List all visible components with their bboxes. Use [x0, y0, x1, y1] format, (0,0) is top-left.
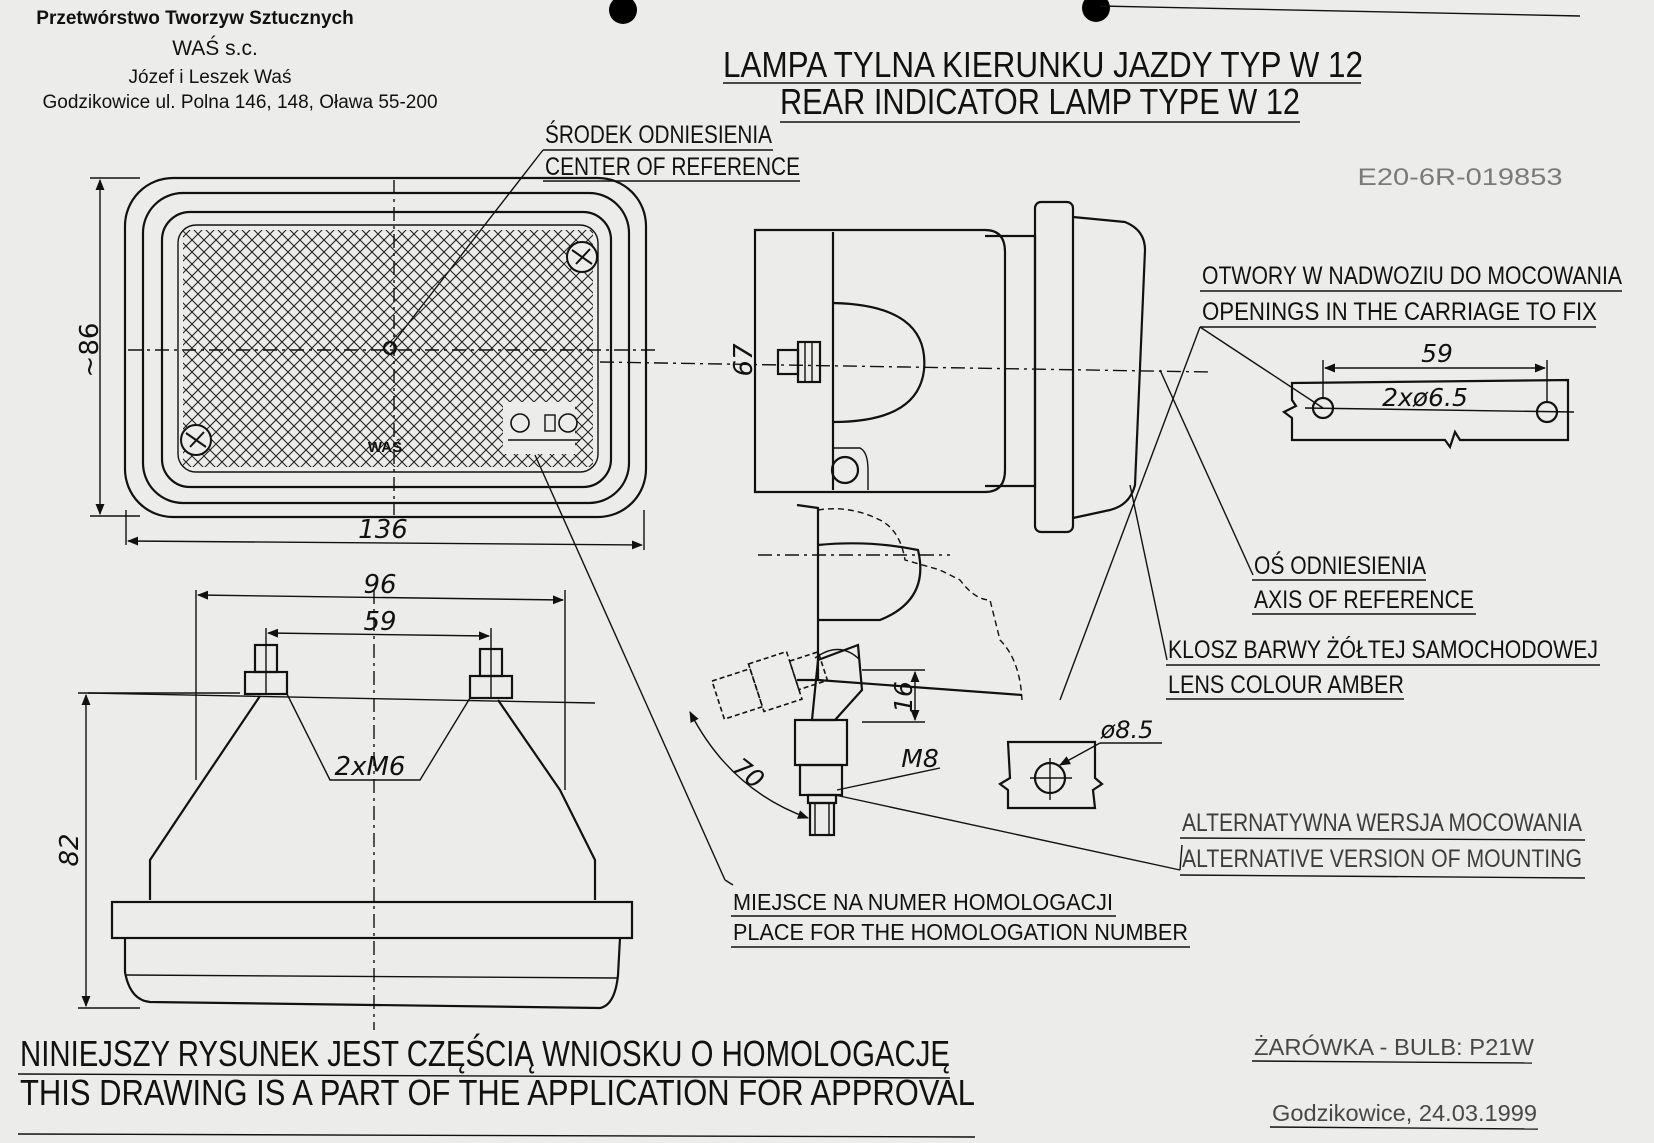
dim-alt-hole: ø8.5 — [1100, 716, 1154, 744]
title-english: REAR INDICATOR LAMP TYPE W 12 — [780, 81, 1300, 122]
center-ref-label-en: CENTER OF REFERENCE — [545, 153, 800, 181]
homologation-callout: MIEJSCE NA NUMER HOMOLOGACJI PLACE FOR T… — [534, 454, 1190, 948]
front-view: WAŚ ~86 136 — [75, 176, 660, 550]
lens-callout: KLOSZ BARWY ŻÓŁTEJ SAMOCHODOWEJ LENS COL… — [1129, 484, 1600, 700]
dim-height-bottom: 82 — [55, 833, 85, 866]
lens-label-pl: KLOSZ BARWY ŻÓŁTEJ SAMOCHODOWEJ — [1168, 635, 1598, 664]
openings-label-pl: OTWORY W NADWOZIU DO MOCOWANIA — [1202, 262, 1622, 290]
dim-alt-thread: M8 — [901, 744, 938, 773]
alternative-mounting-detail: 16 M8 70 ø8.5 — [689, 503, 1183, 871]
document-number: E20-6R-019853 — [1358, 164, 1563, 191]
axis-reference-callout: OŚ ODNIESIENIA AXIS OF REFERENCE — [1159, 369, 1476, 615]
openings-label-en: OPENINGS IN THE CARRIAGE TO FIX — [1202, 298, 1597, 326]
company-header: Przetwórstwo Tworzyw Sztucznych WAŚ s.c.… — [36, 8, 437, 113]
title-polish: LAMPA TYLNA KIERUNKU JAZDY TYP W 12 — [723, 44, 1363, 85]
footer-note-pl: NINIEJSZY RYSUNEK JEST CZĘŚCIĄ WNIOSKU O… — [20, 1032, 950, 1074]
dim-alt-length: 70 — [727, 752, 770, 794]
manufacturer-mark: WAŚ — [368, 438, 402, 456]
drawing-date: Godzikowice, 24.03.1999 — [1272, 1100, 1537, 1126]
alt-label-en: ALTERNATIVE VERSION OF MOUNTING — [1182, 845, 1582, 873]
dim-hole-spacing: 59 — [1421, 339, 1453, 368]
center-ref-label-pl: ŚRODEK ODNIESIENIA — [545, 119, 772, 149]
homolog-label-pl: MIEJSCE NA NUMER HOMOLOGACJI — [733, 889, 1113, 915]
reference-center-icon — [383, 341, 397, 355]
lens-label-en: LENS COLOUR AMBER — [1168, 671, 1404, 699]
screw-icon-bottom-left — [180, 424, 212, 456]
openings-callout: OTWORY W NADWOZIU DO MOCOWANIA OPENINGS … — [1059, 262, 1622, 701]
axis-label-pl: OŚ ODNIESIENIA — [1254, 550, 1426, 580]
footer-note: NINIEJSZY RYSUNEK JEST CZĘŚCIĄ WNIOSKU O… — [17, 1032, 976, 1138]
dim-stud-spacing: 59 — [363, 607, 396, 637]
dim-top-width: 96 — [363, 570, 396, 600]
axis-label-en: AXIS OF REFERENCE — [1254, 586, 1474, 614]
side-view: 67 — [599, 200, 1211, 534]
bulb-type: ŻARÓWKA - BULB: P21W — [1254, 1034, 1534, 1060]
dim-width-front: 136 — [358, 515, 408, 545]
footer-note-en: THIS DRAWING IS A PART OF THE APPLICATIO… — [20, 1072, 975, 1113]
punch-hole-left — [609, 0, 637, 24]
dim-height-front: ~86 — [75, 323, 105, 378]
alternative-mounting-callout: ALTERNATYWNA WERSJA MOCOWANIA ALTERNATIV… — [1179, 809, 1586, 879]
dim-alt-height: 16 — [889, 681, 918, 713]
alt-label-pl: ALTERNATYWNA WERSJA MOCOWANIA — [1182, 809, 1582, 837]
drawing-title: LAMPA TYLNA KIERUNKU JAZDY TYP W 12 REAR… — [723, 44, 1363, 123]
dim-depth-side: 67 — [729, 343, 759, 377]
bottom-view: 96 59 2xM6 82 — [55, 570, 634, 1030]
screw-icon-top-right — [566, 241, 598, 273]
center-reference-callout: ŚRODEK ODNIESIENIA CENTER OF REFERENCE — [389, 119, 800, 348]
homolog-label-en: PLACE FOR THE HOMOLOGATION NUMBER — [733, 919, 1188, 945]
dim-studs: 2xM6 — [335, 752, 406, 782]
company-name: Przetwórstwo Tworzyw Sztucznych — [36, 8, 353, 29]
company-address: Godzikowice ul. Polna 146, 148, Oława 55… — [42, 92, 437, 113]
company-firm: WAŚ s.c. — [172, 36, 258, 60]
punch-hole-right — [1082, 0, 1110, 22]
dim-holes: 2xø6.5 — [1382, 383, 1468, 412]
company-owners: Józef i Leszek Waś — [129, 67, 292, 88]
homologation-mark-icon — [508, 413, 580, 441]
